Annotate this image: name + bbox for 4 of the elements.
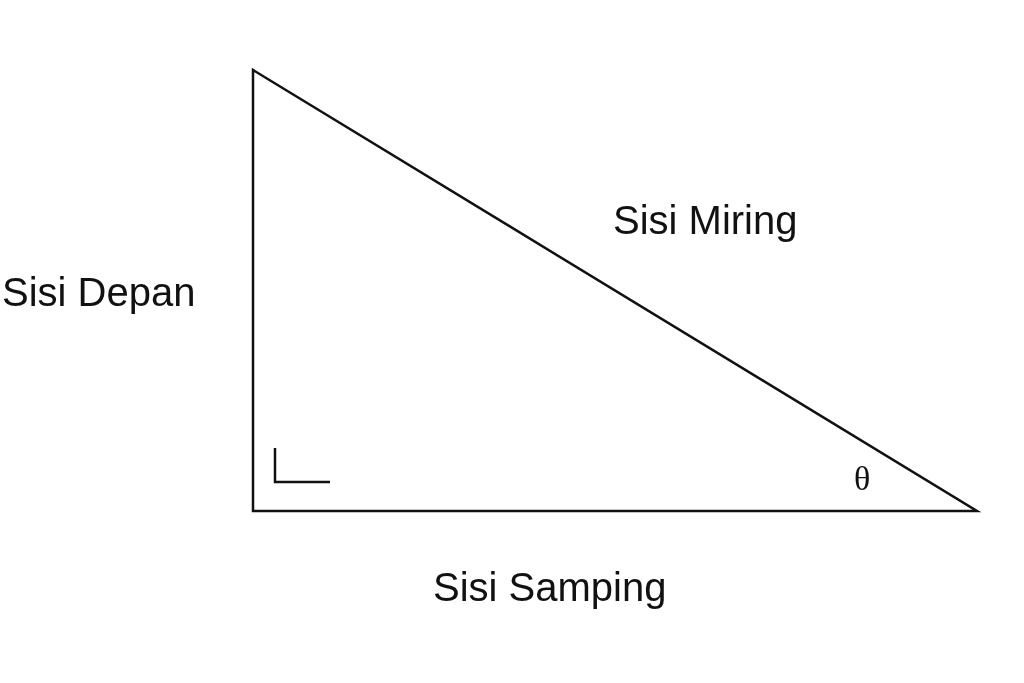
side-label: Sisi Samping (433, 567, 667, 607)
side-label: Sisi Depan (2, 272, 196, 312)
side-label: Sisi Miring (613, 200, 798, 240)
angle-label: θ (854, 462, 871, 496)
